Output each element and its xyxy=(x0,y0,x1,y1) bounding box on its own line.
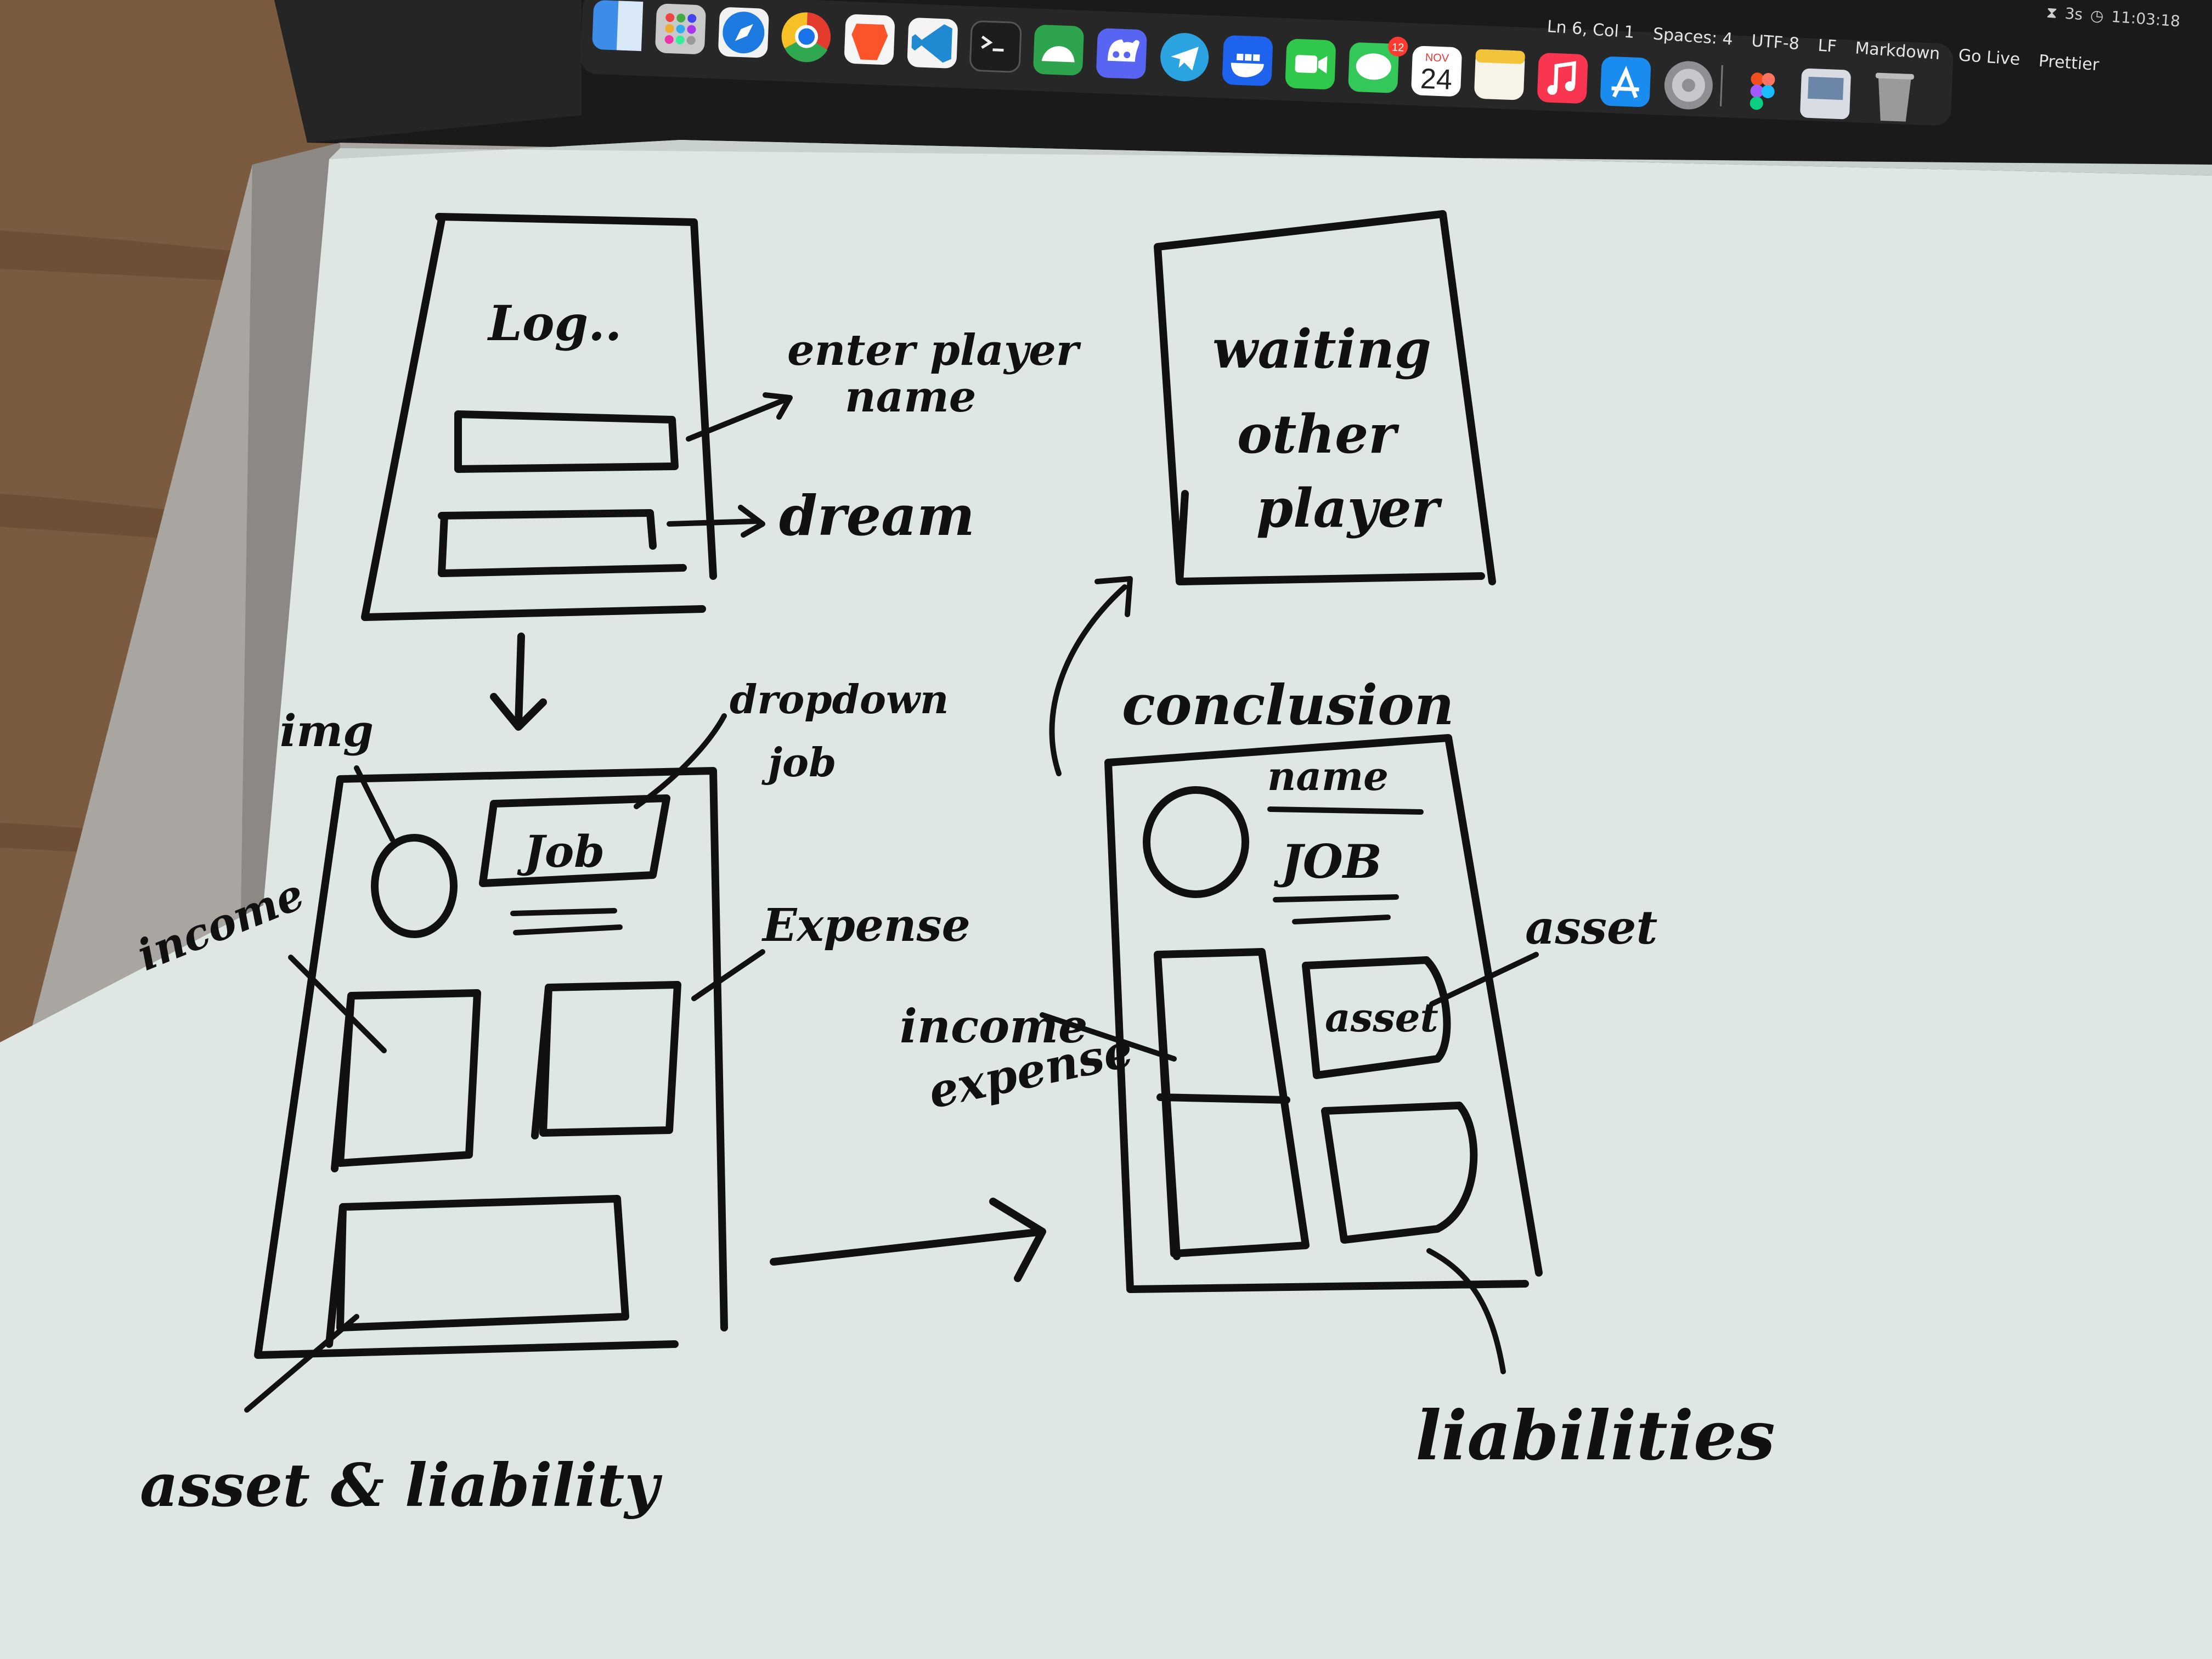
arrow-login-to-main xyxy=(490,633,547,731)
hourglass-icon: ⧗ xyxy=(2046,3,2058,22)
dream-annotation: dream xyxy=(779,483,975,548)
conclusion-income-line1: income xyxy=(900,999,1087,1053)
conclusion-name: name xyxy=(1267,753,1389,799)
terminal-icon[interactable] xyxy=(969,20,1022,73)
asset-liability-card xyxy=(325,1195,629,1348)
notes-icon[interactable] xyxy=(1474,49,1525,100)
liabilities-card xyxy=(1321,1102,1478,1244)
img-label: img xyxy=(280,705,374,757)
language-mode[interactable]: Markdown xyxy=(1854,38,1941,64)
player-img xyxy=(371,834,458,938)
calendar-month: NOV xyxy=(1425,52,1449,65)
income-card xyxy=(331,989,481,1172)
waiting-line3: player xyxy=(1256,477,1443,539)
income-expense-card xyxy=(1154,948,1310,1260)
asset-label: asset xyxy=(1525,900,1657,955)
paper xyxy=(0,140,2212,1659)
conclusion-job: JOB xyxy=(1273,834,1382,889)
app-store-icon[interactable] xyxy=(1600,56,1651,107)
safari-icon[interactable] xyxy=(718,7,769,58)
line-ending[interactable]: LF xyxy=(1817,36,1837,57)
calendar-day: 24 xyxy=(1420,63,1453,96)
settings-icon[interactable] xyxy=(1663,60,1713,110)
conclusion-screen-sketch: conclusion name JOB income expense asset… xyxy=(900,673,1775,1476)
discord-icon[interactable] xyxy=(1096,28,1147,79)
asset-card xyxy=(1302,956,1451,1079)
music-icon[interactable] xyxy=(1537,53,1588,104)
waiting-line1: waiting xyxy=(1212,318,1431,380)
asset-box-label: asset xyxy=(1325,994,1438,1041)
job-dropdown xyxy=(479,794,670,887)
conclusion-title: conclusion xyxy=(1122,673,1454,737)
telegram-icon[interactable] xyxy=(1160,32,1210,82)
job-box-label: Job xyxy=(517,826,605,877)
indentation[interactable]: Spaces: 4 xyxy=(1652,24,1734,49)
arrow-main-to-conclusion xyxy=(770,1198,1046,1282)
encoding[interactable]: UTF-8 xyxy=(1751,31,1801,54)
launchpad-icon[interactable] xyxy=(655,3,706,54)
go-live-button[interactable]: Go Live xyxy=(1957,45,2021,69)
messages-badge: 12 xyxy=(1392,42,1404,54)
docker-icon[interactable] xyxy=(1222,35,1273,86)
dream-input xyxy=(438,509,687,577)
login-screen-sketch: Log.. enter player name dream xyxy=(361,213,1081,621)
expense-card xyxy=(531,981,681,1139)
waiting-screen-sketch: waiting other player xyxy=(1154,210,1496,585)
prettier-status[interactable]: Prettier xyxy=(2038,51,2100,75)
liabilities-label: liabilities xyxy=(1415,1396,1775,1476)
clock-icon: ◷ xyxy=(2090,6,2104,25)
brave-icon[interactable] xyxy=(844,14,895,65)
facetime-icon[interactable] xyxy=(1285,38,1336,89)
dropdown-label-line1: dropdown xyxy=(730,676,949,723)
name-annotation-line1: enter player xyxy=(787,325,1081,375)
name-annotation-line2: name xyxy=(845,372,976,422)
conclusion-player-img xyxy=(1143,786,1249,898)
player-name-input xyxy=(454,410,679,473)
cursor-position[interactable]: Ln 6, Col 1 xyxy=(1546,16,1635,42)
app-icon[interactable] xyxy=(1033,25,1084,76)
timer-value: 3s xyxy=(2064,4,2084,24)
preview-icon[interactable] xyxy=(1800,68,1851,120)
trash-icon[interactable] xyxy=(1874,72,1914,122)
expense-label: Expense xyxy=(761,899,970,952)
vscode-icon[interactable] xyxy=(907,18,958,69)
messages-icon[interactable]: 12 xyxy=(1348,35,1408,94)
finder-icon[interactable] xyxy=(592,0,644,52)
asset-liability-label: asset & liability xyxy=(140,1451,662,1520)
chrome-icon[interactable] xyxy=(781,12,832,63)
arrow-conclusion-to-waiting xyxy=(1049,576,1133,776)
login-title: Log.. xyxy=(487,295,622,352)
dropdown-label-line2: job xyxy=(761,739,836,786)
waiting-line2: other xyxy=(1237,403,1400,465)
figma-icon[interactable] xyxy=(1750,72,1775,111)
